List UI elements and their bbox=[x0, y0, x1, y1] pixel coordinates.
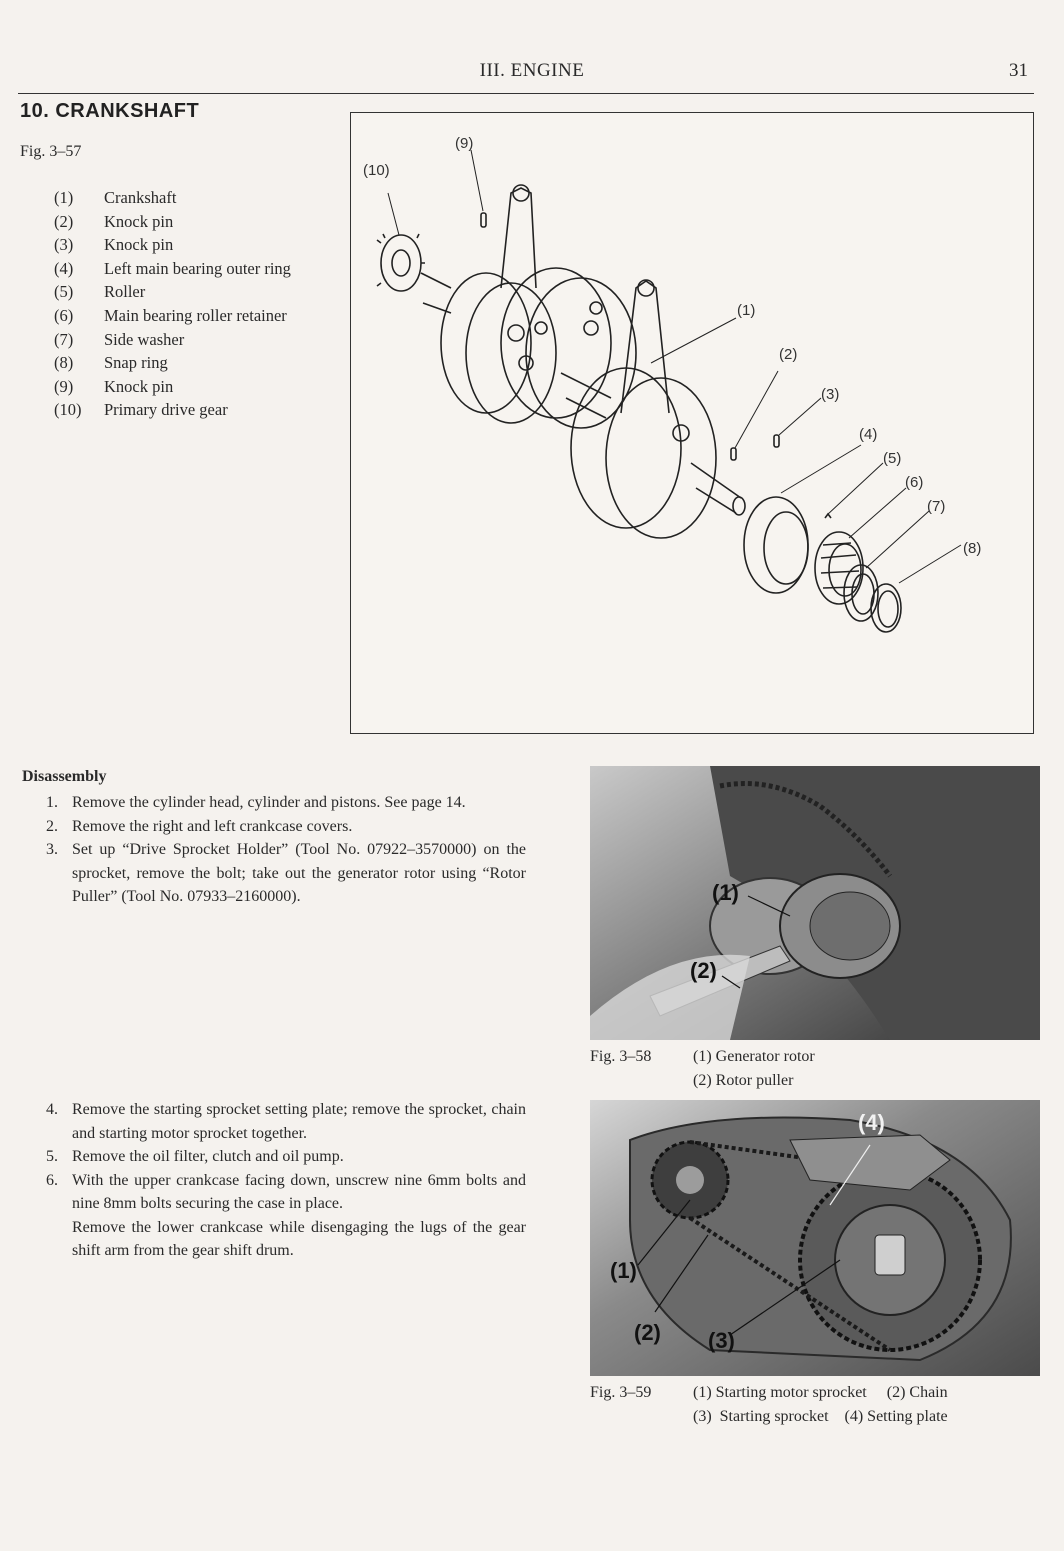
parts-list-item: (6) Main bearing roller retainer bbox=[54, 304, 291, 328]
part-name: Left main bearing outer ring bbox=[104, 258, 291, 278]
step-item: 6. With the upper crankcase facing down, … bbox=[46, 1169, 526, 1216]
figure-reference: Fig. 3–58 bbox=[590, 1048, 652, 1065]
part-name: Crankshaft bbox=[104, 188, 177, 207]
part-number: (1) bbox=[54, 188, 74, 207]
part-name: Primary drive gear bbox=[104, 400, 228, 420]
figure-caption: (2) Rotor puller bbox=[693, 1072, 794, 1089]
parts-list-item: (1) Crankshaft bbox=[54, 186, 291, 210]
photo-callout: (1) bbox=[712, 880, 739, 905]
callout-label: (2) bbox=[779, 346, 797, 363]
part-number: (5) bbox=[54, 282, 74, 302]
figure-caption: (1) Generator rotor bbox=[693, 1048, 815, 1065]
crankshaft-exploded-diagram: (9) (10) (1) (2) (3) (4) (5) (6) (7) (8) bbox=[350, 112, 1034, 734]
part-number: (6) bbox=[54, 305, 74, 325]
parts-list-item: (10) Primary drive gear bbox=[54, 398, 291, 422]
figure-caption: (3) Starting sprocket (4) Setting plate bbox=[693, 1408, 948, 1425]
part-number: (3) bbox=[54, 235, 74, 255]
step-text: With the upper crankcase facing down, un… bbox=[72, 1171, 526, 1213]
part-number: (8) bbox=[54, 353, 74, 373]
photo-illustration: (1) (2) (3) (4) bbox=[590, 1100, 1040, 1376]
part-number: (7) bbox=[54, 329, 74, 349]
step-text: Remove the starting sprocket setting pla… bbox=[72, 1101, 526, 1142]
step-number: 6. bbox=[46, 1171, 58, 1189]
parts-list-item: (9) Knock pin bbox=[54, 375, 291, 399]
parts-list-item: (2) Knock pin bbox=[54, 210, 291, 234]
header-rule bbox=[18, 93, 1034, 94]
running-header-title: III. ENGINE bbox=[479, 60, 585, 81]
photo-callout: (2) bbox=[690, 958, 717, 983]
step-text: Remove the right and left crankcase cove… bbox=[72, 817, 353, 835]
callout-label: (3) bbox=[821, 386, 839, 403]
disassembly-steps: 1. Remove the cylinder head, cylinder and… bbox=[46, 791, 526, 909]
step-item: 1. Remove the cylinder head, cylinder and… bbox=[46, 791, 526, 815]
step-item: 4. Remove the starting sprocket setting p… bbox=[46, 1098, 526, 1145]
photo-callout: (4) bbox=[858, 1110, 885, 1135]
part-name: Snap ring bbox=[104, 353, 168, 373]
step-text: Remove the cylinder head, cylinder and p… bbox=[72, 794, 466, 811]
step-number: 5. bbox=[46, 1148, 58, 1165]
parts-list-item: (7) Side washer bbox=[54, 328, 291, 352]
part-number: (9) bbox=[54, 376, 74, 396]
parts-list-item: (5) Roller bbox=[54, 280, 291, 304]
callout-label: (1) bbox=[737, 302, 755, 319]
step-number: 4. bbox=[46, 1101, 58, 1118]
parts-list-item: (4) Left main bearing outer ring bbox=[54, 257, 291, 281]
part-number: (10) bbox=[54, 400, 82, 420]
parts-list-item: (3) Knock pin bbox=[54, 233, 291, 257]
part-number: (2) bbox=[54, 211, 74, 231]
step-item: Remove the lower crankcase while disenga… bbox=[46, 1216, 526, 1263]
part-name: Knock pin bbox=[104, 211, 174, 231]
callout-label: (10) bbox=[363, 162, 390, 179]
figure-caption: (1) Starting motor sprocket (2) Chain bbox=[693, 1384, 948, 1401]
generator-rotor-photo: (1) (2) bbox=[590, 766, 1040, 1040]
part-name: Main bearing roller retainer bbox=[104, 305, 287, 325]
step-item: 2. Remove the right and left crankcase co… bbox=[46, 815, 526, 839]
figure-reference: Fig. 3–59 bbox=[590, 1384, 652, 1401]
part-name: Side washer bbox=[104, 329, 185, 349]
photo-illustration: (1) (2) bbox=[590, 766, 1040, 1040]
page-number: 31 bbox=[1009, 60, 1028, 81]
primary-drive-gear-shape bbox=[380, 234, 422, 292]
parts-list: (1)Crankshaft (2)Knock pin (3)Knock pin … bbox=[54, 186, 291, 422]
photo-callout: (2) bbox=[634, 1320, 661, 1345]
parts-list-item: (8) Snap ring bbox=[54, 351, 291, 375]
disassembly-steps: 4. Remove the starting sprocket setting p… bbox=[46, 1098, 526, 1263]
part-number: (4) bbox=[54, 258, 74, 278]
connecting-rod-shape bbox=[500, 187, 537, 289]
part-name: Knock pin bbox=[104, 376, 174, 396]
crankshaft-drawing: (9) (10) (1) (2) (3) (4) (5) (6) (7) (8) bbox=[363, 135, 981, 633]
callout-label: (8) bbox=[963, 540, 981, 557]
callout-label: (6) bbox=[905, 474, 923, 491]
step-text: Set up “Drive Sprocket Holder” (Tool No.… bbox=[72, 841, 526, 905]
step-number: 1. bbox=[46, 794, 58, 811]
callout-label: (4) bbox=[859, 426, 877, 443]
figure-reference: Fig. 3–57 bbox=[20, 143, 82, 160]
step-text: Remove the lower crankcase while disenga… bbox=[72, 1218, 526, 1260]
photo-callout: (3) bbox=[708, 1328, 735, 1353]
part-name: Knock pin bbox=[104, 235, 174, 255]
photo-callout: (1) bbox=[610, 1258, 637, 1283]
callout-label: (9) bbox=[455, 135, 473, 152]
left-flywheel-shape bbox=[440, 272, 532, 414]
starting-sprocket-photo: (1) (2) (3) (4) bbox=[590, 1100, 1040, 1376]
step-item: 5. Remove the oil filter, clutch and oil … bbox=[46, 1145, 526, 1169]
callout-label: (5) bbox=[883, 450, 901, 467]
step-text: Remove the oil filter, clutch and oil pu… bbox=[72, 1148, 344, 1165]
step-item: 3. Set up “Drive Sprocket Holder” (Tool N… bbox=[46, 838, 526, 909]
step-number: 3. bbox=[46, 841, 58, 858]
disassembly-heading: Disassembly bbox=[22, 768, 107, 785]
callout-label: (7) bbox=[927, 498, 945, 515]
step-number: 2. bbox=[46, 817, 58, 835]
section-title: 10. CRANKSHAFT bbox=[20, 100, 200, 122]
part-name: Roller bbox=[104, 282, 146, 302]
